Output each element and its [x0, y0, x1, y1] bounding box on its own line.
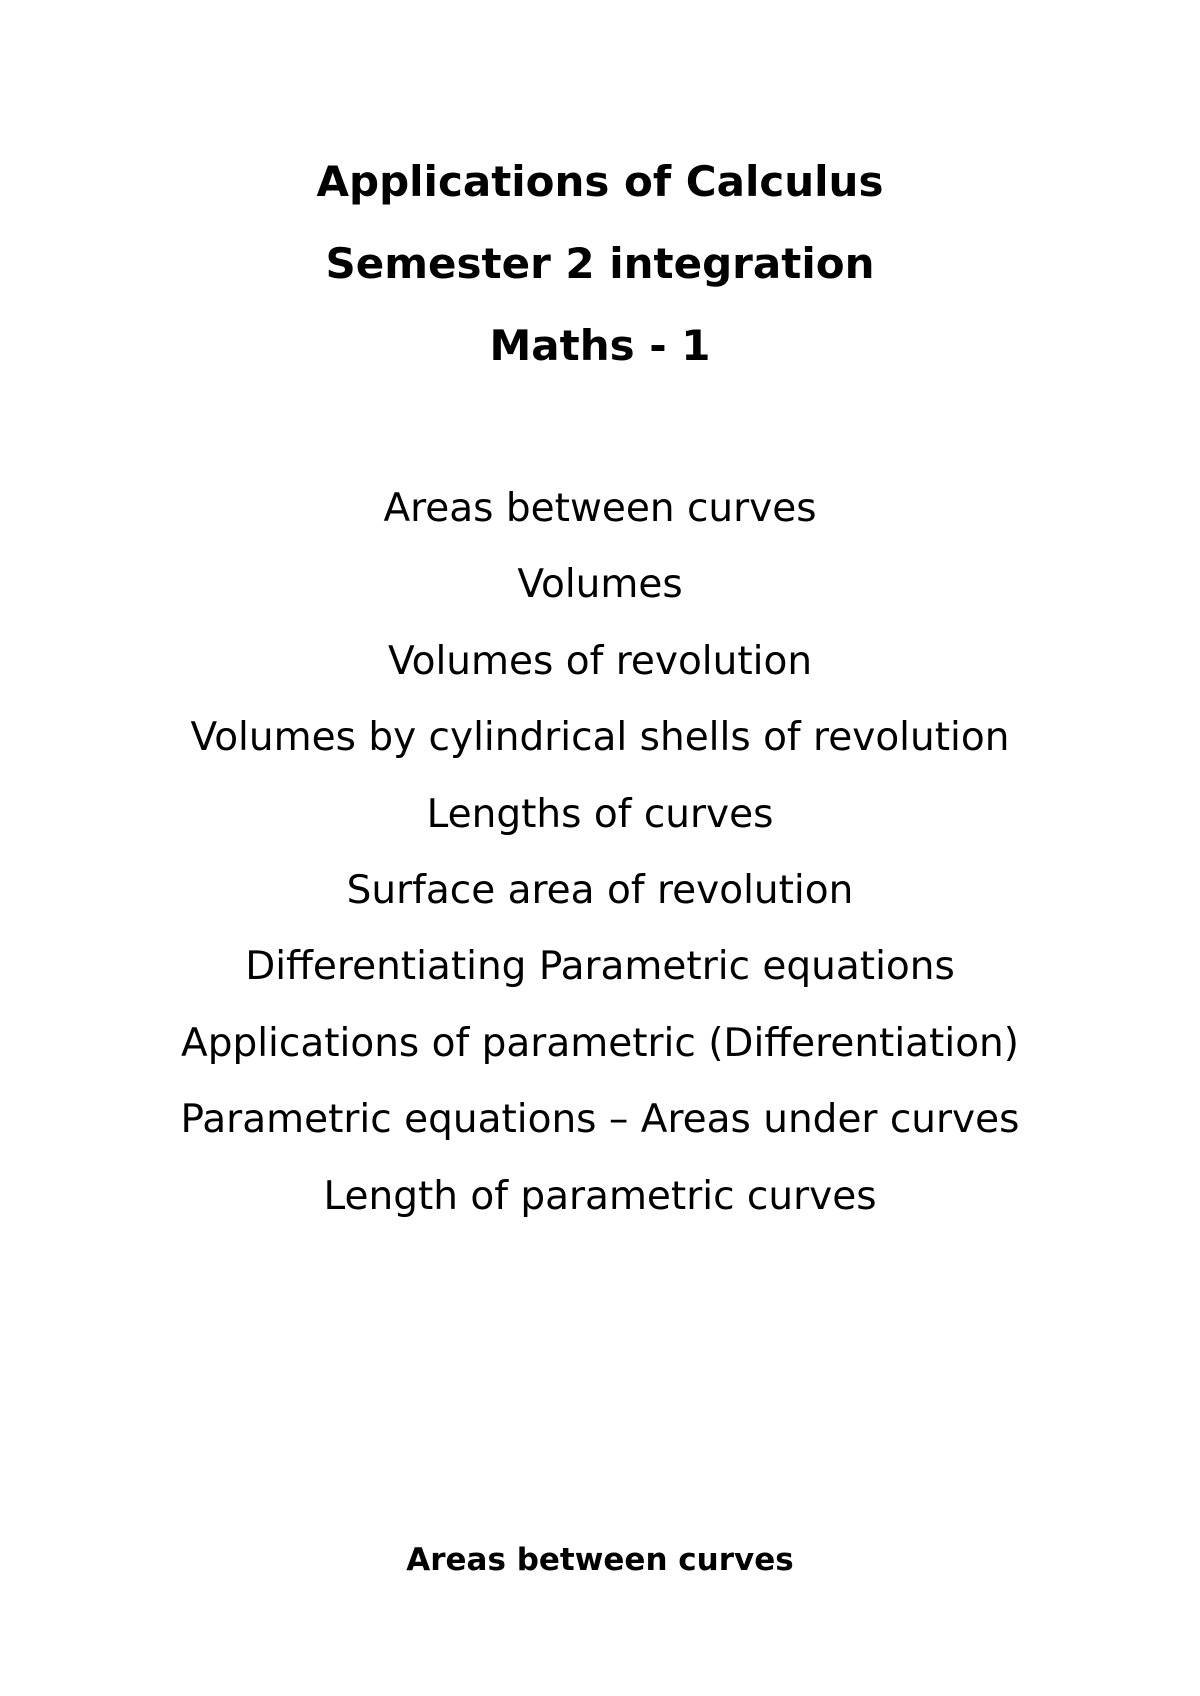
topic-item: Areas between curves: [383, 486, 817, 531]
document-title: Applications of Calculus: [316, 157, 884, 206]
document-subtitle: Semester 2 integration: [325, 239, 875, 288]
title-block: Applications of Calculus Semester 2 inte…: [0, 152, 1200, 387]
section-heading: Areas between curves: [406, 1542, 794, 1578]
topic-item: Differentiating Parametric equations: [245, 944, 955, 990]
topic-item: Applications of parametric (Differentiat…: [181, 1020, 1019, 1066]
course-name: Maths - 1: [489, 321, 711, 370]
topics-list: Areas between curves Volumes Volumes of …: [0, 471, 1200, 1235]
topic-item: Surface area of revolution: [346, 867, 854, 913]
topic-item: Volumes of revolution: [387, 638, 813, 684]
topic-item: Volumes by cylindrical shells of revolut…: [190, 715, 1010, 761]
topic-item: Lengths of curves: [426, 791, 774, 837]
topic-item: Length of parametric curves: [323, 1173, 877, 1219]
topic-item: Parametric equations – Areas under curve…: [180, 1097, 1020, 1143]
topic-item: Volumes: [517, 562, 683, 608]
